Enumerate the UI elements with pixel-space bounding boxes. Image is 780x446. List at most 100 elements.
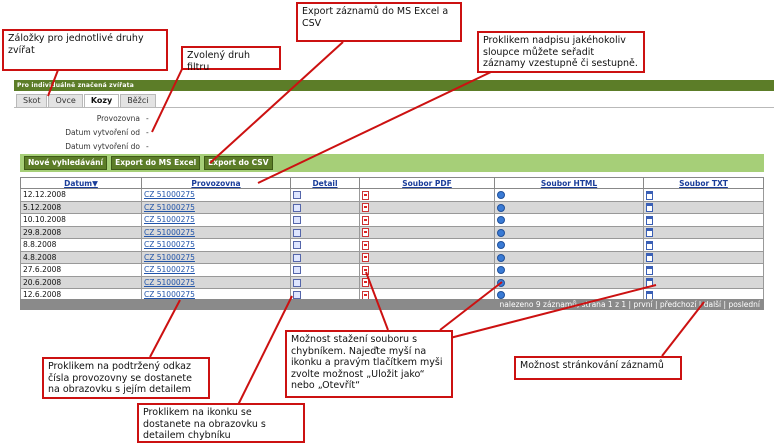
html-file-icon[interactable] — [497, 241, 505, 250]
html-file-icon[interactable] — [497, 278, 505, 287]
detail-icon[interactable] — [293, 191, 301, 200]
cell-txt — [643, 263, 764, 277]
detail-icon[interactable] — [293, 253, 301, 262]
cell-detail — [290, 238, 360, 252]
cell-pdf — [359, 263, 495, 277]
cell-txt — [643, 238, 764, 252]
pdf-file-icon[interactable] — [362, 265, 369, 275]
provozovna-link[interactable]: CZ 51000275 — [144, 277, 195, 287]
filter-value: - — [146, 128, 149, 137]
cell-provozovna: CZ 51000275 — [141, 263, 291, 277]
detail-icon[interactable] — [293, 228, 301, 237]
tab-skot[interactable]: Skot — [16, 94, 48, 107]
cell-date: 10.10.2008 — [20, 213, 142, 227]
column-header-date[interactable]: Datum▼ — [20, 177, 142, 189]
pdf-file-icon[interactable] — [362, 190, 369, 200]
cell-provozovna: CZ 51000275 — [141, 200, 291, 214]
cell-html — [494, 263, 644, 277]
detail-icon[interactable] — [293, 203, 301, 212]
cell-html — [494, 213, 644, 227]
pdf-file-icon[interactable] — [362, 278, 369, 287]
cell-txt — [643, 188, 764, 202]
export-csv-button[interactable]: Export do CSV — [204, 156, 273, 170]
cell-pdf — [359, 238, 495, 252]
html-file-icon[interactable] — [497, 228, 505, 237]
html-file-icon[interactable] — [497, 266, 505, 275]
column-header-pdf[interactable]: Soubor PDF — [359, 177, 495, 189]
provozovna-link[interactable]: CZ 51000275 — [144, 190, 195, 200]
detail-icon[interactable] — [293, 216, 301, 225]
html-file-icon[interactable] — [497, 253, 505, 262]
callout-tabs: Záložky pro jednotlivé druhy zvířat — [2, 29, 168, 71]
cell-txt — [643, 225, 764, 239]
tab-divider — [14, 107, 774, 108]
records-table: Datum▼ Provozovna Detail Soubor PDF Soub… — [20, 177, 764, 302]
provozovna-link[interactable]: CZ 51000275 — [144, 265, 195, 275]
new-search-button[interactable]: Nové vyhledávání — [24, 156, 108, 170]
pdf-file-icon[interactable] — [362, 203, 369, 212]
pdf-file-icon[interactable] — [362, 253, 369, 262]
detail-icon[interactable] — [293, 266, 301, 275]
cell-date: 8.8.2008 — [20, 238, 142, 252]
cell-date: 20.6.2008 — [20, 275, 142, 289]
cell-detail — [290, 275, 360, 289]
provozovna-link[interactable]: CZ 51000275 — [144, 290, 195, 300]
cell-html — [494, 188, 644, 202]
tab-bezci[interactable]: Běžci — [120, 94, 156, 107]
tab-ovce[interactable]: Ovce — [48, 94, 83, 107]
filter-value: - — [146, 114, 149, 123]
cell-provozovna: CZ 51000275 — [141, 238, 291, 252]
cell-provozovna: CZ 51000275 — [141, 213, 291, 227]
provozovna-link[interactable]: CZ 51000275 — [144, 215, 195, 225]
cell-txt — [643, 275, 764, 289]
html-file-icon[interactable] — [497, 216, 505, 225]
cell-html — [494, 225, 644, 239]
cell-detail — [290, 213, 360, 227]
pdf-file-icon[interactable] — [362, 240, 369, 250]
txt-file-icon[interactable] — [646, 190, 653, 200]
table-header-row: Datum▼ Provozovna Detail Soubor PDF Soub… — [20, 177, 764, 189]
detail-icon[interactable] — [293, 291, 301, 300]
column-header-html[interactable]: Soubor HTML — [494, 177, 644, 189]
callout-export: Export záznamů do MS Excel a CSV — [296, 2, 462, 42]
html-file-icon[interactable] — [497, 203, 505, 212]
cell-date: 27.6.2008 — [20, 263, 142, 277]
detail-icon[interactable] — [293, 241, 301, 250]
provozovna-link[interactable]: CZ 51000275 — [144, 240, 195, 250]
txt-file-icon[interactable] — [646, 278, 653, 287]
txt-file-icon[interactable] — [646, 215, 653, 225]
txt-file-icon[interactable] — [646, 253, 653, 262]
pager[interactable]: nalezeno 9 záznamů, strana 1 z 1 | první… — [20, 299, 764, 310]
cell-date: 5.12.2008 — [20, 200, 142, 214]
export-excel-button[interactable]: Export do MS Excel — [111, 156, 201, 170]
txt-file-icon[interactable] — [646, 228, 653, 237]
cell-provozovna: CZ 51000275 — [141, 250, 291, 264]
column-header-provozovna[interactable]: Provozovna — [141, 177, 291, 189]
provozovna-link[interactable]: CZ 51000275 — [144, 252, 195, 262]
filter-label: Datum vytvoření od — [65, 128, 140, 137]
provozovna-link[interactable]: CZ 51000275 — [144, 227, 195, 237]
cell-detail — [290, 250, 360, 264]
column-header-txt[interactable]: Soubor TXT — [643, 177, 764, 189]
pdf-file-icon[interactable] — [362, 215, 369, 225]
cell-pdf — [359, 250, 495, 264]
pdf-file-icon[interactable] — [362, 228, 369, 237]
column-header-detail[interactable]: Detail — [290, 177, 360, 189]
callout-sort: Proklikem nadpisu jakéhokoliv sloupce mů… — [477, 31, 645, 73]
detail-icon[interactable] — [293, 278, 301, 287]
cell-detail — [290, 263, 360, 277]
txt-file-icon[interactable] — [646, 265, 653, 275]
html-file-icon[interactable] — [497, 191, 505, 200]
txt-file-icon[interactable] — [646, 203, 653, 212]
txt-file-icon[interactable] — [646, 240, 653, 250]
tab-kozy[interactable]: Kozy — [83, 94, 120, 107]
provozovna-link[interactable]: CZ 51000275 — [144, 202, 195, 212]
animal-tabs: Skot Ovce Kozy Běžci — [16, 94, 157, 108]
cell-txt — [643, 213, 764, 227]
cell-date: 29.8.2008 — [20, 225, 142, 239]
